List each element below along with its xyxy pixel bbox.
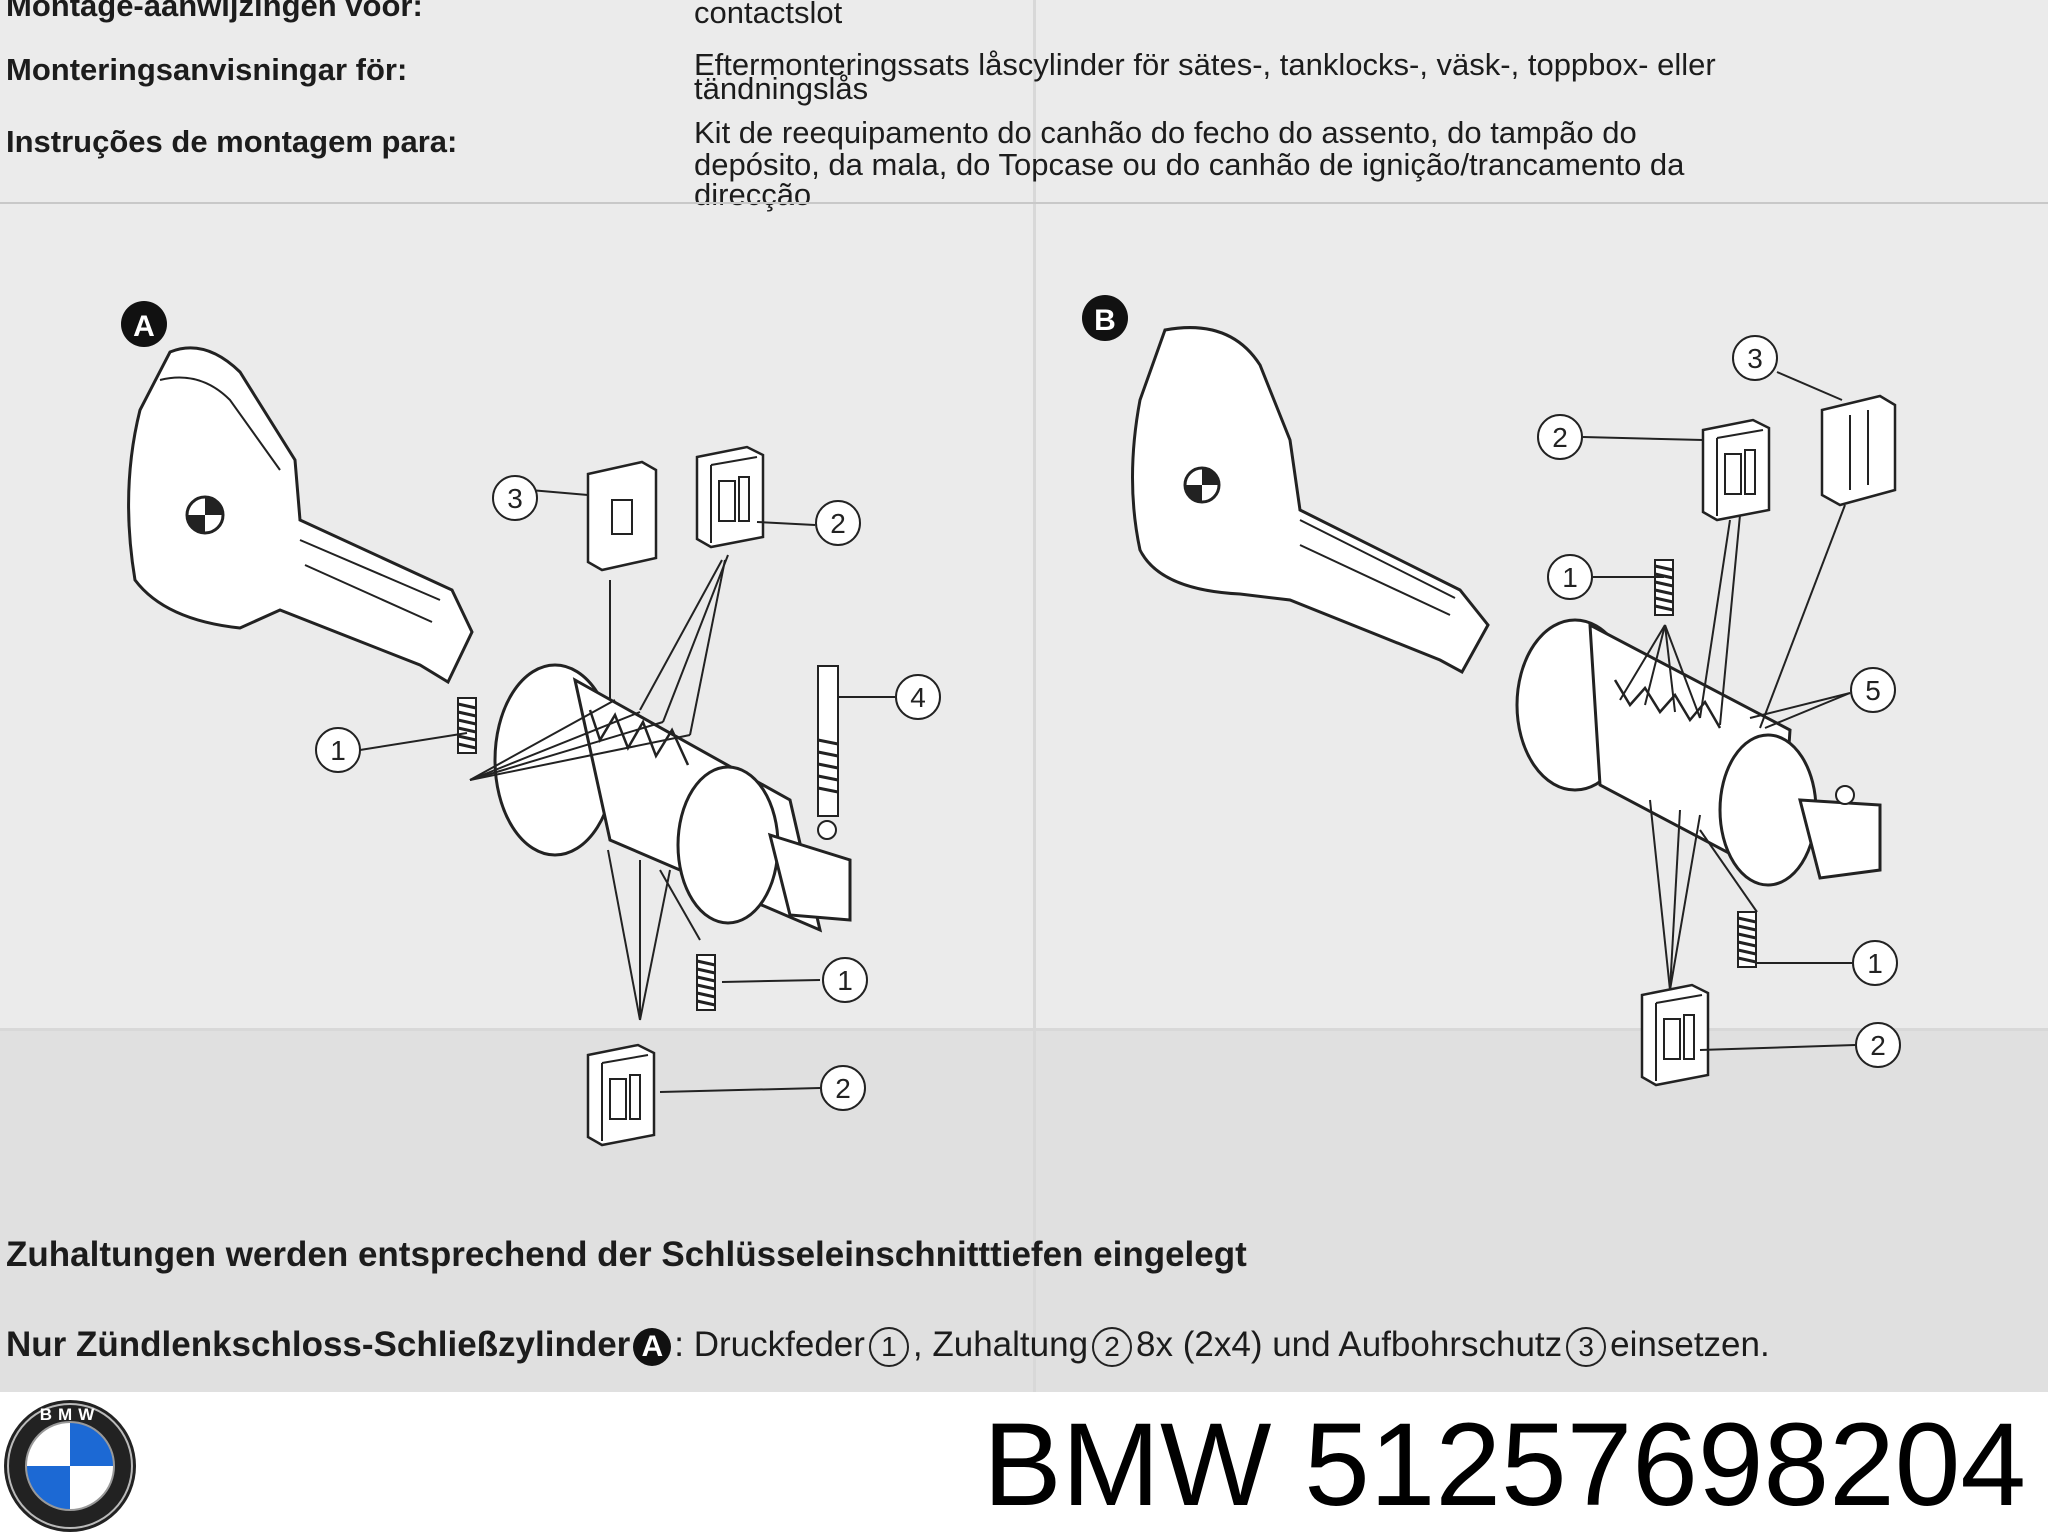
callout-b-3 bbox=[1732, 335, 1778, 381]
note-part-2: , Zuhaltung bbox=[912, 1325, 1089, 1364]
pin-a bbox=[817, 665, 839, 817]
diagram-a-callouts: 3 2 1 4 1 2 bbox=[315, 475, 941, 1111]
bmw-logo: BMW bbox=[4, 1400, 136, 1532]
note-tumblers: Zuhaltungen werden entsprechend der Schl… bbox=[6, 1235, 1247, 1274]
note-part-1: : Druckfeder bbox=[674, 1325, 865, 1364]
diagram-a-leaders bbox=[359, 489, 895, 1093]
header-label-swedish: Monteringsanvisningar för: bbox=[6, 52, 408, 87]
callout-a-2-bottom-text: 2 bbox=[835, 1073, 851, 1104]
diagram-b-badge bbox=[1082, 295, 1128, 341]
note-ignition-bold: Nur Zündlenkschloss-Schließzylinder bbox=[6, 1325, 631, 1364]
callout-b-5 bbox=[1850, 667, 1896, 713]
diagram-b: B bbox=[1082, 295, 1901, 1087]
spring-b-top bbox=[1653, 558, 1675, 617]
spring-b-bottom bbox=[1736, 910, 1758, 969]
callout-b-3-text: 3 bbox=[1747, 343, 1763, 374]
diagram-a-badge-letter: A bbox=[133, 310, 155, 343]
callout-a-1-bottom-text: 1 bbox=[837, 965, 853, 996]
callout-a-2-top-text: 2 bbox=[830, 508, 846, 539]
shadow-area bbox=[0, 1031, 2048, 1392]
cylinder-b-drawing bbox=[1515, 618, 1882, 887]
tumbler-a-bottom bbox=[586, 1043, 656, 1147]
note-part-4: einsetzen. bbox=[1610, 1325, 1770, 1364]
header-label-portuguese: Instruções de montagem para: bbox=[6, 124, 458, 159]
paper-fold-horizontal bbox=[0, 1028, 2048, 1031]
lock-cylinder-diagrams: A bbox=[121, 295, 1901, 1147]
callout-a-1-bottom bbox=[822, 957, 868, 1003]
callout-b-2-bottom bbox=[1855, 1022, 1901, 1068]
callout-a-1-left-text: 1 bbox=[330, 735, 346, 766]
callout-b-1-top-text: 1 bbox=[1562, 562, 1578, 593]
header-label-dutch: Montage-aanwijzingen voor: bbox=[6, 0, 423, 23]
paper-fold-vertical bbox=[1033, 0, 1036, 1392]
key-a-drawing bbox=[127, 346, 474, 685]
part-number-title: BMW 51257698204 bbox=[982, 1399, 2026, 1531]
callout-a-4 bbox=[895, 674, 941, 720]
callout-b-2-top-text: 2 bbox=[1552, 422, 1568, 453]
header-text-swedish-1: Eftermonteringssats låscylinder för säte… bbox=[694, 47, 1716, 82]
header-text-portuguese-1: Kit de reequipamento do canhão do fecho … bbox=[694, 115, 1637, 150]
callout-a-2-top bbox=[815, 500, 861, 546]
diagram-a-badge bbox=[121, 301, 167, 347]
callout-b-1-bottom-text: 1 bbox=[1867, 948, 1883, 979]
header-text-portuguese-3: direcção bbox=[694, 177, 812, 212]
tumbler-b-bottom bbox=[1640, 983, 1710, 1087]
diagram-b-callouts: 3 2 1 5 1 2 bbox=[1537, 335, 1901, 1068]
callout-b-2-bottom-text: 2 bbox=[1870, 1030, 1886, 1061]
header-text-dutch: contactslot bbox=[694, 0, 843, 30]
key-b-drawing bbox=[1131, 326, 1490, 675]
callout-b-5-text: 5 bbox=[1865, 675, 1881, 706]
tumbler-b-top bbox=[1701, 418, 1771, 522]
spring-a-top bbox=[456, 696, 478, 755]
note-circle-1: 1 bbox=[868, 1326, 909, 1367]
note-circle-3: 3 bbox=[1566, 1326, 1607, 1367]
callout-b-1-top bbox=[1547, 554, 1593, 600]
callout-b-1-bottom bbox=[1852, 940, 1898, 986]
note-part-3: 8x (2x4) und Aufbohrschutz bbox=[1136, 1325, 1563, 1364]
header-text-swedish-2: tändningslås bbox=[694, 71, 869, 106]
cylinder-a-drawing bbox=[493, 663, 852, 933]
callout-a-3-text: 3 bbox=[507, 483, 523, 514]
callout-a-4-text: 4 bbox=[910, 682, 926, 713]
callout-a-3 bbox=[492, 475, 538, 521]
header-divider bbox=[0, 202, 2048, 204]
note-circle-2: 2 bbox=[1092, 1326, 1133, 1367]
callout-a-2-bottom bbox=[820, 1065, 866, 1111]
callout-b-2-top bbox=[1537, 414, 1583, 460]
diagram-a: A bbox=[121, 301, 941, 1147]
spring-a-bottom bbox=[695, 953, 717, 1012]
anti-drill-plate-b bbox=[1820, 394, 1897, 507]
diagram-b-badge-letter: B bbox=[1094, 304, 1116, 337]
callout-a-1-left bbox=[315, 727, 361, 773]
anti-drill-plate-a bbox=[586, 460, 658, 572]
header-text-portuguese-2: depósito, da mala, do Topcase ou do canh… bbox=[694, 147, 1685, 182]
tumbler-a-top bbox=[695, 445, 765, 549]
note-badge-a: A bbox=[633, 1327, 672, 1366]
bmw-logo-letters: BMW bbox=[40, 1405, 100, 1424]
diagram-b-leaders bbox=[1582, 371, 1856, 1051]
instruction-sheet: Montage-aanwijzingen voor: contactslot M… bbox=[0, 0, 2048, 1392]
